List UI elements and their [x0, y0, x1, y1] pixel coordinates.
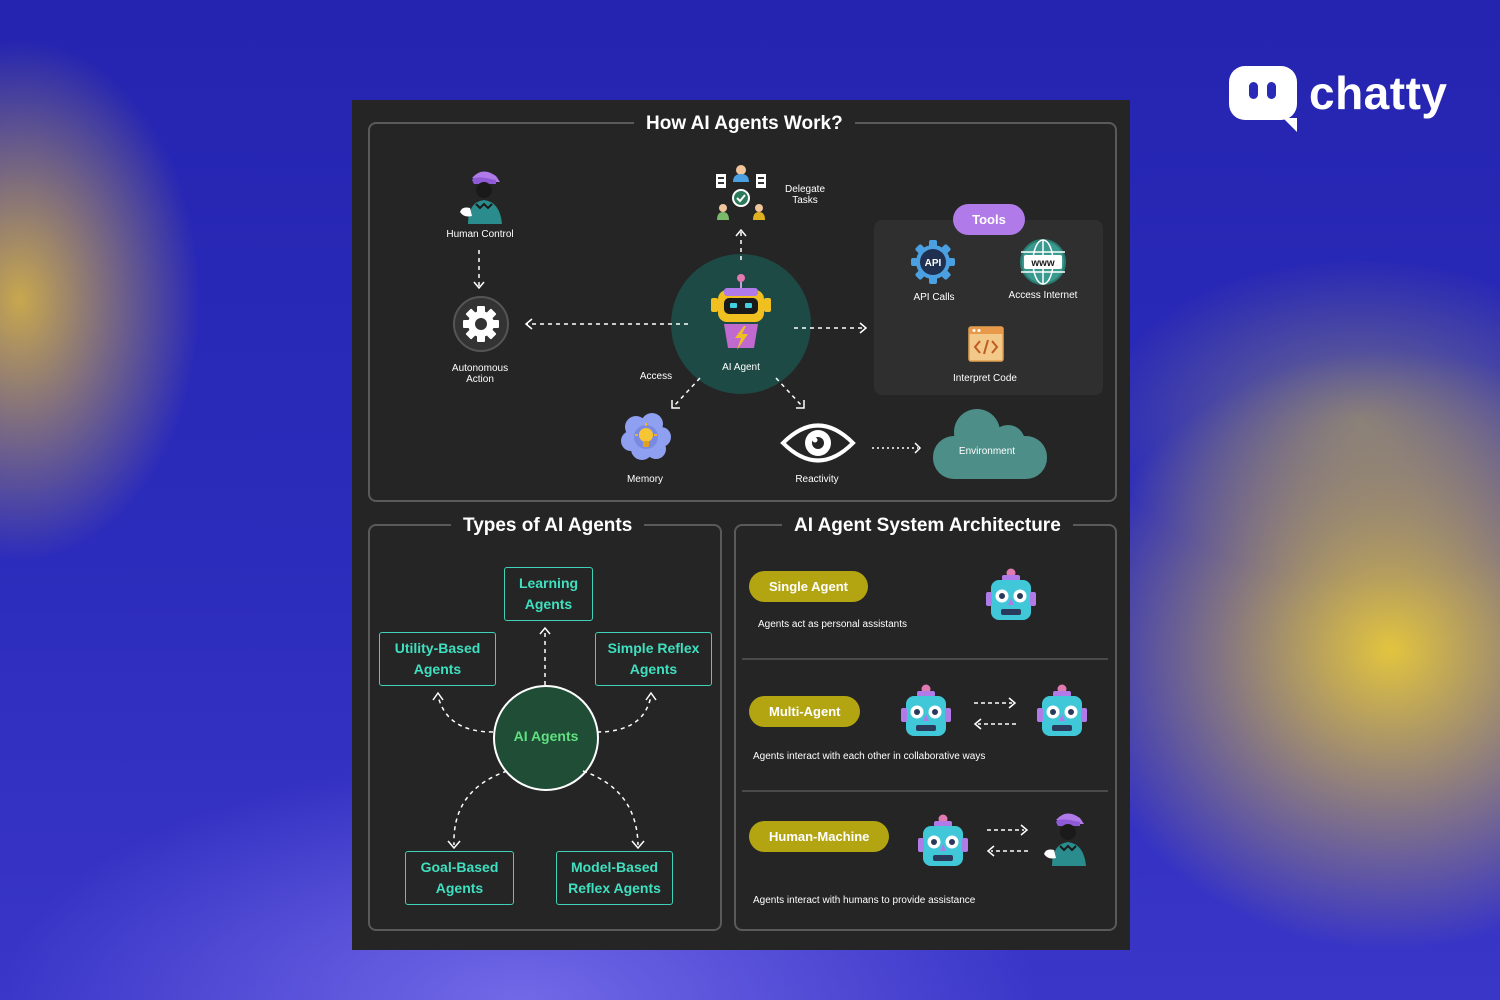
chatty-logo[interactable]: chatty	[1229, 66, 1448, 132]
how-connectors	[473, 228, 922, 454]
brain-icon	[621, 413, 671, 460]
robot-icon	[711, 274, 771, 350]
chat-bubble-icon	[1229, 66, 1297, 132]
single-agent-pill: Single Agent	[749, 571, 868, 602]
how-title: How AI Agents Work?	[634, 113, 855, 135]
human-control-label: Human Control	[446, 229, 514, 240]
architecture-divider-2	[742, 790, 1108, 792]
autonomous-action-label: Autonomous Action	[451, 363, 509, 385]
architecture-connectors	[973, 697, 1029, 857]
interpret-code-label: Interpret Code	[953, 373, 1017, 384]
api-icon: API	[911, 240, 955, 284]
api-badge-text: API	[925, 258, 942, 269]
ai-agent-label: AI Agent	[722, 362, 760, 373]
infographic-panel: How AI Agents Work? Tools Human Control …	[352, 100, 1130, 950]
architecture-title: AI Agent System Architecture	[782, 515, 1073, 537]
environment-label: Environment	[958, 446, 1016, 457]
ai-agents-center	[493, 685, 599, 791]
robot-head-icon	[918, 814, 968, 866]
tools-group	[874, 220, 1103, 395]
access-label: Access	[639, 371, 673, 382]
architecture-divider-1	[742, 658, 1108, 660]
delegate-tasks-label: Delegate Tasks	[784, 184, 826, 206]
globe-icon: www	[1020, 239, 1066, 285]
model-reflex-agents-box: Model-Based Reflex Agents	[556, 851, 673, 905]
gear-icon	[453, 296, 509, 352]
single-agent-desc: Agents act as personal assistants	[758, 619, 907, 630]
goal-agents-box: Goal-Based Agents	[405, 851, 514, 905]
person-icon	[1044, 813, 1086, 866]
cloud-icon	[933, 409, 1047, 479]
multi-agent-pill: Multi-Agent	[749, 696, 861, 727]
types-title: Types of AI Agents	[451, 515, 645, 537]
types-connectors	[432, 626, 657, 850]
reactivity-label: Reactivity	[795, 474, 839, 485]
delegate-icon	[716, 165, 766, 220]
learning-agents-box: Learning Agents	[504, 567, 593, 621]
tools-pill: Tools	[953, 204, 1025, 235]
memory-label: Memory	[626, 474, 664, 485]
human-machine-pill: Human-Machine	[749, 821, 890, 852]
ai-agents-center-label: AI Agents	[513, 728, 579, 744]
eye-icon	[780, 423, 856, 463]
robot-head-icon	[1037, 684, 1087, 736]
robot-head-icon	[901, 684, 951, 736]
multi-agent-desc: Agents interact with each other in colla…	[753, 751, 986, 762]
utility-agents-box: Utility-Based Agents	[379, 632, 496, 686]
brand-name: chatty	[1309, 67, 1448, 119]
access-internet-label: Access Internet	[1008, 290, 1078, 301]
code-icon	[968, 326, 1004, 362]
api-calls-label: API Calls	[913, 292, 955, 303]
simple-reflex-agents-box: Simple Reflex Agents	[595, 632, 712, 686]
robot-head-icon	[986, 568, 1036, 620]
person-icon	[460, 171, 502, 224]
www-badge-text: www	[1030, 258, 1055, 269]
human-machine-desc: Agents interact with humans to provide a…	[753, 895, 976, 906]
